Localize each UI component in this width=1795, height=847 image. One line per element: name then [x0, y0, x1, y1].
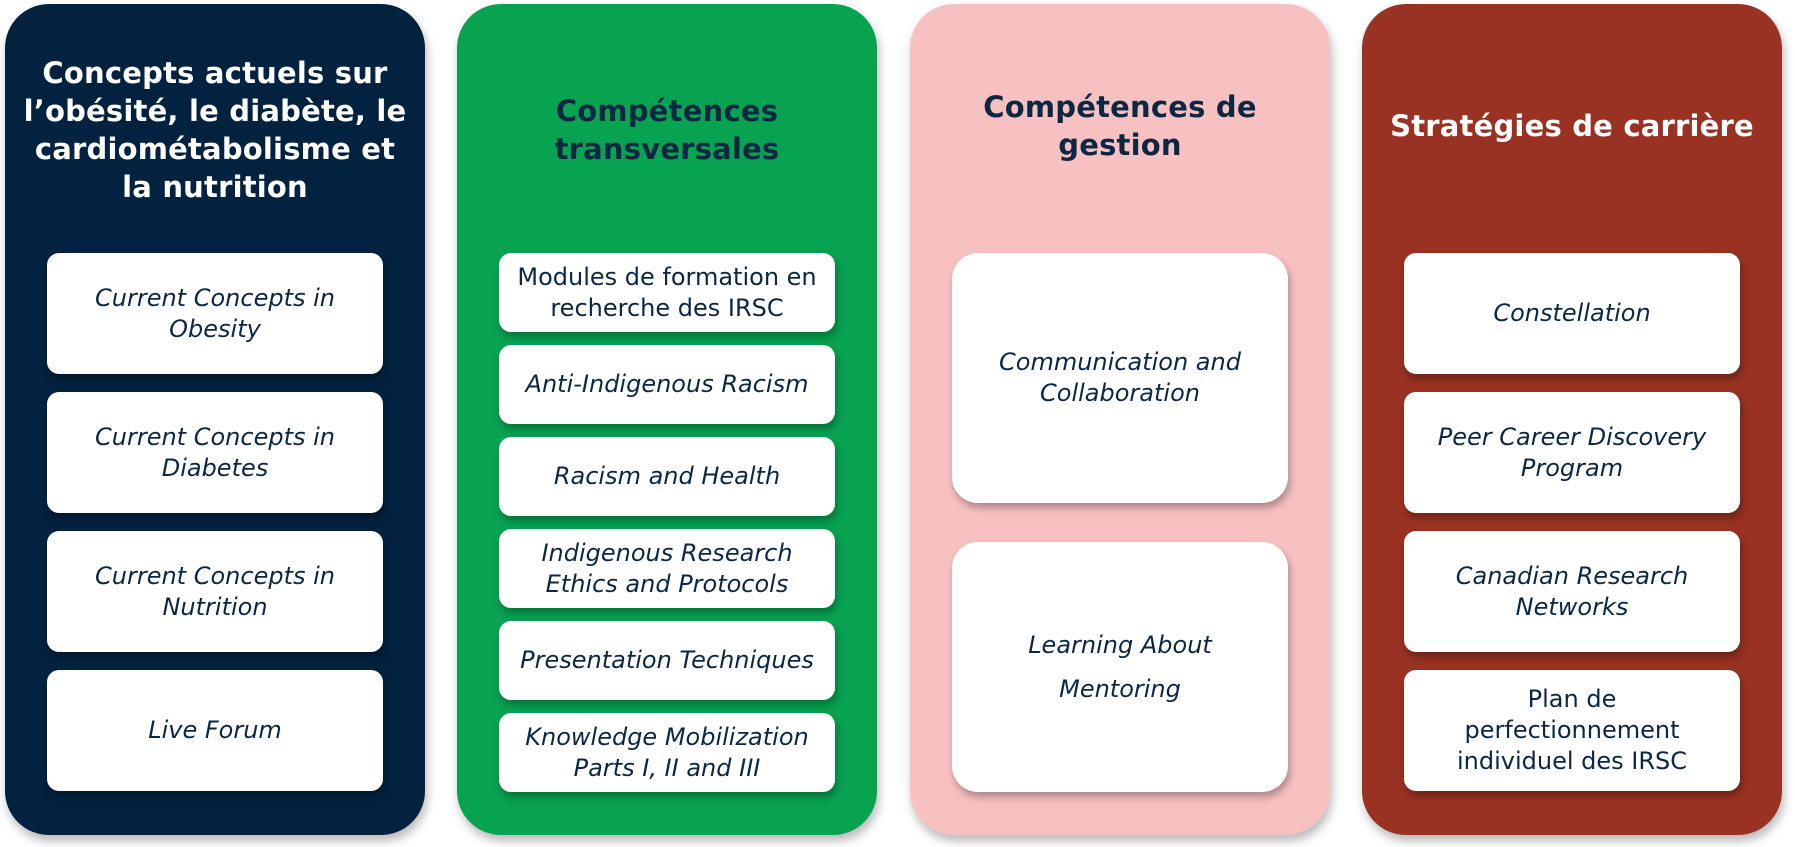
module-card: Canadian Research Networks: [1404, 531, 1740, 652]
module-card: Live Forum: [47, 670, 383, 791]
module-card: Presentation Techniques: [499, 621, 835, 700]
module-card: Peer Career Discovery Program: [1404, 392, 1740, 513]
column-management-skills: Compétences de gestion Communication and…: [910, 4, 1330, 835]
column-title: Compétences de gestion: [983, 90, 1257, 162]
module-card-label: Learning About Mentoring: [1028, 631, 1212, 703]
column-career-strategies: Stratégies de carrière Constellation Pee…: [1362, 4, 1782, 835]
module-card: Indigenous Research Ethics and Protocols: [499, 529, 835, 608]
module-card: Learning About Mentoring: [952, 542, 1288, 792]
module-card: Racism and Health: [499, 437, 835, 516]
module-card: Current Concepts in Nutrition: [47, 531, 383, 652]
column-current-concepts: Concepts actuels sur l’obésité, le diabè…: [5, 4, 425, 835]
column-transversal-skills: Compétences transversales Modules de for…: [457, 4, 877, 835]
module-card: Modules de formation en recherche des IR…: [499, 253, 835, 332]
column-title: Compétences transversales: [554, 94, 780, 166]
column-title: Stratégies de carrière: [1390, 109, 1754, 143]
column-title: Concepts actuels sur l’obésité, le diabè…: [23, 56, 407, 204]
module-card: Plan de perfectionnement individuel des …: [1404, 670, 1740, 791]
module-card: Knowledge Mobilization Parts I, II and I…: [499, 713, 835, 792]
module-card: Current Concepts in Diabetes: [47, 392, 383, 513]
module-card: Anti-Indigenous Racism: [499, 345, 835, 424]
module-card: Constellation: [1404, 253, 1740, 374]
module-card: Current Concepts in Obesity: [47, 253, 383, 374]
module-card: Communication and Collaboration: [952, 253, 1288, 503]
